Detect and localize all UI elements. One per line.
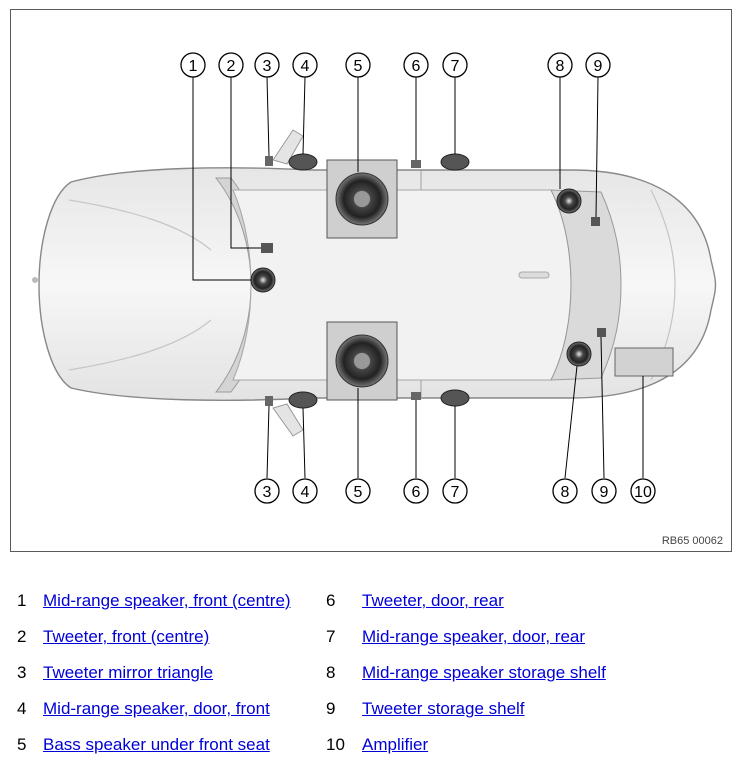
bass-speaker-front-left xyxy=(326,159,398,239)
callout-number: 5 xyxy=(354,484,363,501)
midrange-door-rear-left xyxy=(440,153,470,171)
callout-number: 3 xyxy=(263,484,272,501)
car-top-view: 1 2 3 4 5 6 7 8 9 3 4 5 6 7 8 9 10 xyxy=(32,52,717,504)
legend-number: 4 xyxy=(17,699,27,718)
callout-number: 7 xyxy=(451,58,460,75)
legend-number: 5 xyxy=(17,735,27,754)
tweeter-front-centre xyxy=(261,243,273,253)
midrange-shelf-right xyxy=(566,341,592,367)
tweeter-shelf-left xyxy=(591,217,600,226)
legend-link[interactable]: Tweeter mirror triangle xyxy=(43,663,214,682)
callout-circle xyxy=(630,478,656,504)
callout-number: 4 xyxy=(301,484,310,501)
callout-number: 1 xyxy=(189,58,198,75)
legend-link[interactable]: Tweeter storage shelf xyxy=(362,699,525,718)
legend-link[interactable]: Tweeter, front (centre) xyxy=(43,627,210,646)
callout-circle xyxy=(585,52,611,78)
callout-number: 5 xyxy=(354,58,363,75)
callout-number: 8 xyxy=(556,58,565,75)
legend-number: 1 xyxy=(17,591,27,610)
tweeter-mirror-left xyxy=(265,156,273,166)
callout-circle xyxy=(292,52,318,78)
callout-circle xyxy=(292,478,318,504)
callout-number: 6 xyxy=(412,484,421,501)
figure-reference-code: RB65 00062 xyxy=(661,535,723,547)
callout-circle xyxy=(547,52,573,78)
legend-number: 9 xyxy=(326,699,336,718)
bass-speaker-front-right xyxy=(326,321,398,401)
callout-number: 4 xyxy=(301,58,310,75)
legend-number: 2 xyxy=(17,627,27,646)
callout-number: 6 xyxy=(412,58,421,75)
callout-circle xyxy=(552,478,578,504)
legend-link[interactable]: Mid-range speaker, door, rear xyxy=(362,627,586,646)
legend-link[interactable]: Tweeter, door, rear xyxy=(362,591,504,610)
legend-number: 8 xyxy=(326,663,336,682)
midrange-door-front-right xyxy=(288,391,318,409)
callout-number: 9 xyxy=(594,58,603,75)
midrange-door-rear-right xyxy=(440,389,470,407)
callout-circle xyxy=(403,478,429,504)
callout-number: 8 xyxy=(561,484,570,501)
callout-number: 2 xyxy=(227,58,236,75)
callout-circle xyxy=(403,52,429,78)
callout-circle xyxy=(345,478,371,504)
callout-number: 7 xyxy=(451,484,460,501)
amplifier xyxy=(614,347,674,377)
legend-number: 6 xyxy=(326,591,336,610)
legend-link[interactable]: Amplifier xyxy=(362,735,429,754)
callout-number: 3 xyxy=(263,58,272,75)
car-body xyxy=(32,129,717,437)
legend-number: 7 xyxy=(326,627,336,646)
tweeter-shelf-right xyxy=(597,328,606,337)
callout-circle xyxy=(442,478,468,504)
legend-link[interactable]: Mid-range speaker, door, front xyxy=(43,699,270,718)
leader-lines xyxy=(192,76,644,479)
legend-link[interactable]: Mid-range speaker storage shelf xyxy=(362,663,606,682)
tweeter-mirror-right xyxy=(265,396,273,406)
callouts-top: 1 2 3 4 5 6 7 8 9 xyxy=(180,52,611,78)
callout-circle xyxy=(442,52,468,78)
legend-link[interactable]: Bass speaker under front seat xyxy=(43,735,270,754)
callout-number: 10 xyxy=(634,484,652,501)
tweeter-door-rear-right xyxy=(411,392,421,400)
legend-number: 10 xyxy=(326,735,345,754)
callout-circle xyxy=(254,478,280,504)
legend-link[interactable]: Mid-range speaker, front (centre) xyxy=(43,591,291,610)
legend-number: 3 xyxy=(17,663,27,682)
callout-circle xyxy=(254,52,280,78)
callout-circle xyxy=(591,478,617,504)
midrange-front-centre xyxy=(250,267,276,293)
callout-number: 9 xyxy=(600,484,609,501)
speaker-diagram: 1 2 3 4 5 6 7 8 9 3 4 5 6 7 8 9 10 RB65 00062 xyxy=(10,9,732,552)
callouts-bottom: 3 4 5 6 7 8 9 10 xyxy=(254,478,656,504)
callout-circle xyxy=(218,52,244,78)
callout-circle xyxy=(345,52,371,78)
tweeter-door-rear-left xyxy=(411,160,421,168)
callout-circle xyxy=(180,52,206,78)
midrange-shelf-left xyxy=(556,188,582,214)
midrange-door-front-left xyxy=(288,153,318,171)
